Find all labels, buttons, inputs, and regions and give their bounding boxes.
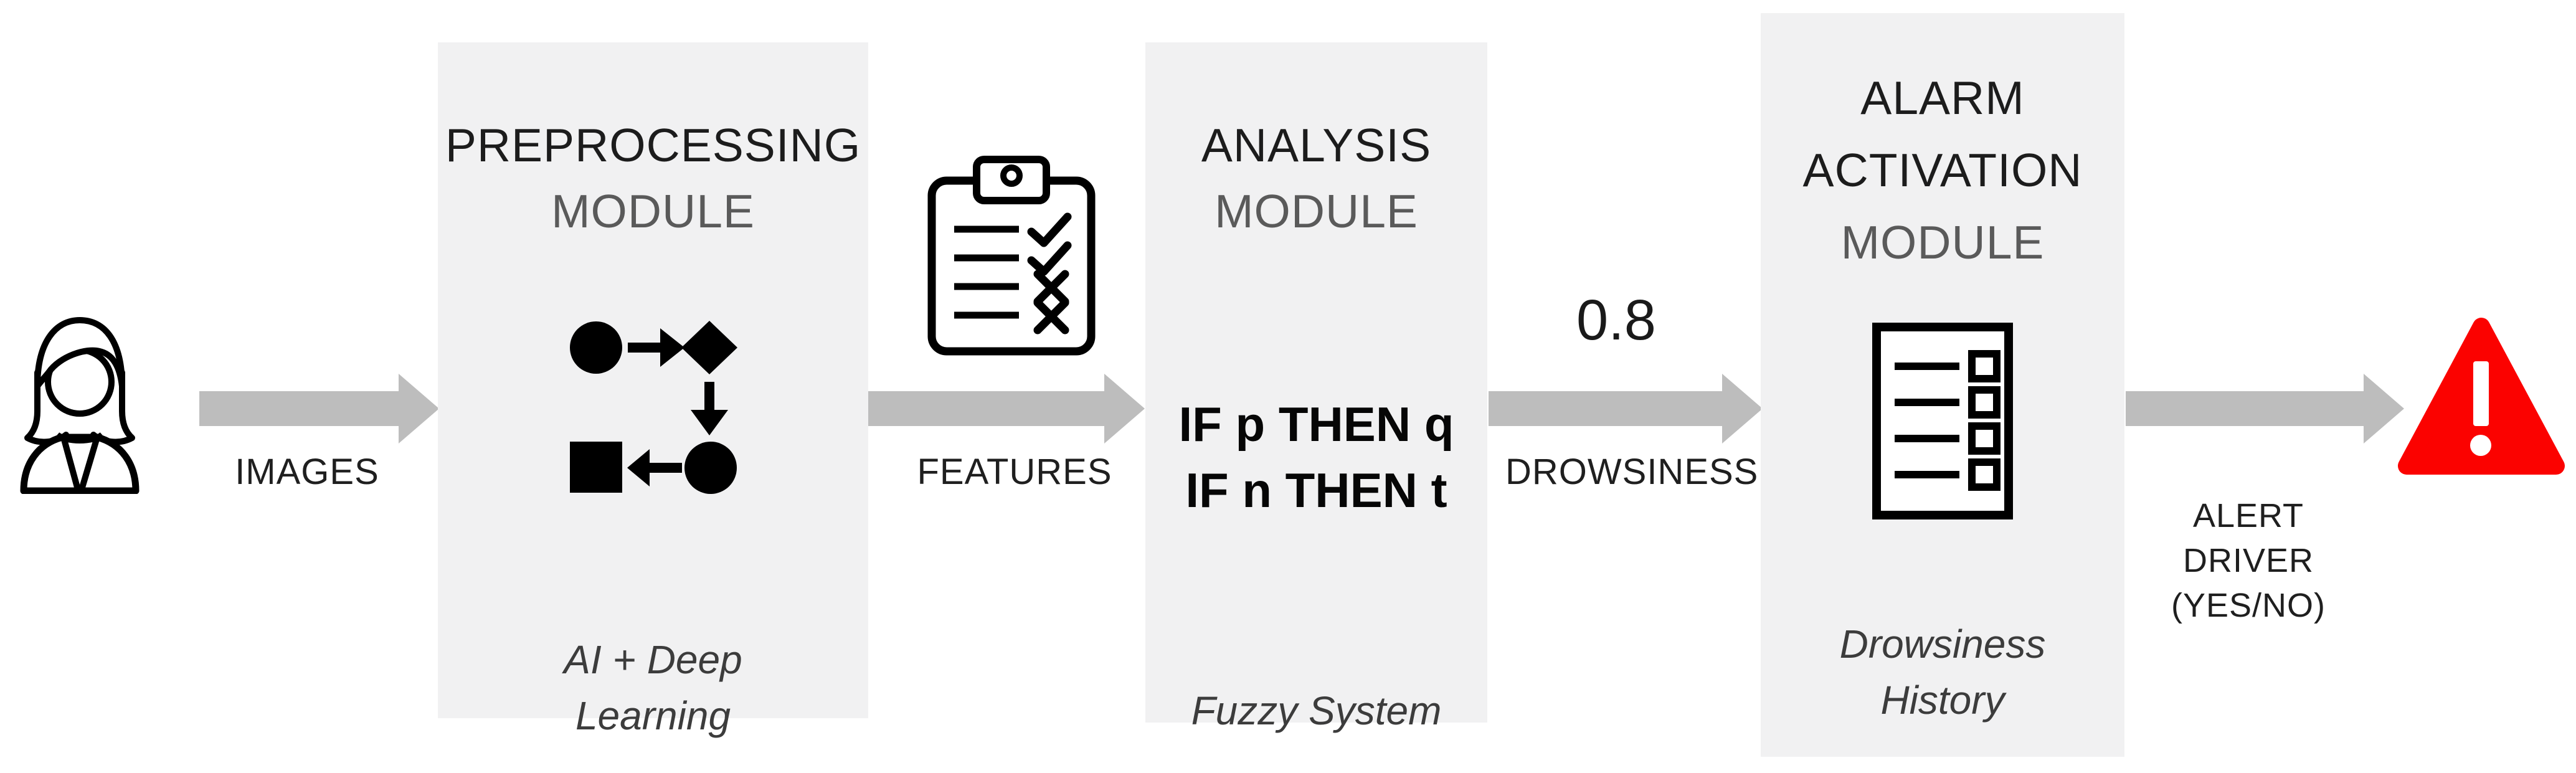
alert-label-line2: DRIVER bbox=[2182, 542, 2314, 579]
alarm-activation-module: ALARM ACTIVATION MODULE Drowsiness Histo… bbox=[1761, 13, 2124, 757]
alarm-title-line1: ALARM bbox=[1860, 72, 2025, 124]
features-label: FEATURES bbox=[917, 452, 1112, 492]
alert-label-line3: (YES/NO) bbox=[2171, 587, 2326, 624]
checklist-document-icon bbox=[1872, 323, 2013, 519]
warning-triangle-icon bbox=[2398, 318, 2565, 475]
fuzzy-rule-2: IF n THEN t bbox=[1185, 463, 1447, 518]
preprocessing-title-line1: PREPROCESSING bbox=[445, 119, 861, 171]
drowsiness-value: 0.8 bbox=[1576, 288, 1656, 352]
drowsiness-label: DROWSINESS bbox=[1505, 452, 1759, 492]
preprocessing-caption: AI + Deep Learning bbox=[438, 632, 868, 744]
clipboard-checklist-icon bbox=[927, 156, 1096, 356]
preprocessing-module: PREPROCESSING MODULE AI + Deep Learning bbox=[438, 42, 868, 738]
preprocessing-caption-line1: AI + Deep bbox=[564, 637, 742, 682]
features-flow-arrow bbox=[868, 374, 1145, 443]
alert-driver-label: ALERT DRIVER (YES/NO) bbox=[2147, 493, 2349, 628]
analysis-title-line1: ANALYSIS bbox=[1201, 119, 1432, 171]
alert-flow-arrow bbox=[2126, 374, 2404, 443]
alarm-caption: Drowsiness History bbox=[1761, 616, 2124, 728]
analysis-module-title: ANALYSIS MODULE bbox=[1145, 112, 1487, 244]
alarm-caption-line1: Drowsiness bbox=[1839, 622, 2046, 666]
fuzzy-rule-1: IF p THEN q bbox=[1178, 397, 1454, 452]
analysis-module: ANALYSIS MODULE IF p THEN q IF n THEN t … bbox=[1145, 42, 1487, 733]
woman-user-icon bbox=[20, 317, 140, 494]
fuzzy-rules: IF p THEN q IF n THEN t bbox=[1145, 391, 1487, 523]
alarm-caption-line2: History bbox=[1880, 678, 2005, 723]
images-label: IMAGES bbox=[235, 452, 379, 492]
analysis-title-line2: MODULE bbox=[1215, 185, 1418, 237]
images-flow-arrow bbox=[199, 374, 439, 443]
alarm-title-line3: MODULE bbox=[1840, 216, 2045, 268]
alert-label-line1: ALERT bbox=[2192, 497, 2304, 534]
alarm-module-title: ALARM ACTIVATION MODULE bbox=[1761, 62, 2124, 278]
drowsiness-flow-arrow bbox=[1489, 374, 1763, 443]
preprocessing-title-line2: MODULE bbox=[551, 185, 755, 237]
preprocessing-caption-line2: Learning bbox=[575, 693, 731, 738]
alarm-title-line2: ACTIVATION bbox=[1802, 144, 2083, 196]
flowchart-icon bbox=[570, 321, 737, 494]
preprocessing-module-title: PREPROCESSING MODULE bbox=[438, 112, 868, 244]
analysis-caption: Fuzzy System bbox=[1191, 688, 1442, 733]
